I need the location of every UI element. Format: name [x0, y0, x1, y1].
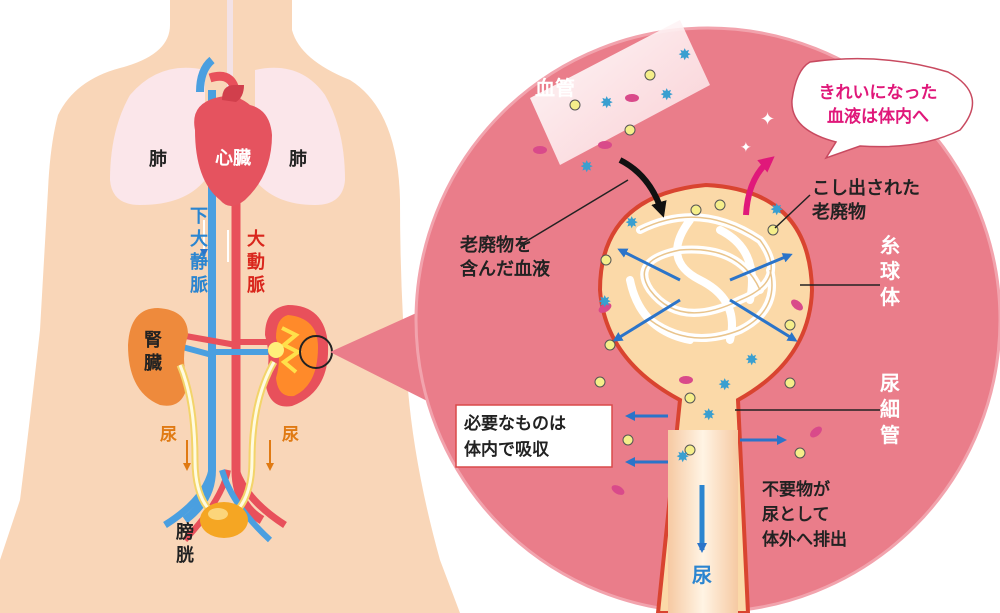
- heart-organ: [194, 96, 272, 206]
- svg-text:球: 球: [880, 259, 901, 283]
- svg-text:体: 体: [880, 285, 901, 309]
- svg-text:不要物が: 不要物が: [762, 479, 830, 500]
- svg-text:体外へ排出: 体外へ排出: [762, 529, 847, 550]
- reabsorb-box: [455, 404, 613, 468]
- svg-text:✸: ✸: [678, 45, 691, 64]
- vena-cava-label: 下 大 静 脈: [190, 206, 208, 296]
- svg-text:臓: 臓: [144, 353, 162, 374]
- svg-text:✸: ✸: [660, 85, 673, 104]
- svg-text:動: 動: [247, 251, 265, 273]
- svg-text:こし出された: こし出された: [812, 177, 920, 199]
- svg-text:含んだ血液: 含んだ血液: [460, 258, 551, 280]
- heart-label: 心臓: [215, 148, 251, 169]
- svg-text:大: 大: [247, 228, 265, 250]
- lung-right: [255, 67, 345, 206]
- svg-text:✸: ✸: [745, 350, 758, 369]
- svg-text:きれいになった: きれいになった: [819, 83, 938, 103]
- blood-vessel-band: [530, 20, 710, 165]
- filtered-waste-label: こし出された 老廃物: [812, 177, 920, 223]
- svg-text:✸: ✸: [625, 213, 638, 232]
- svg-text:脈: 脈: [247, 274, 265, 296]
- svg-text:✸: ✸: [598, 292, 611, 311]
- svg-text:必要なものは: 必要なものは: [463, 413, 566, 434]
- outflow-arrow: [743, 156, 775, 216]
- filtration-arrows: [612, 248, 798, 342]
- urine-label-right: 尿: [282, 425, 299, 445]
- svg-text:✸: ✸: [718, 375, 731, 394]
- svg-text:血液は体内へ: 血液は体内へ: [827, 106, 929, 127]
- reabsorb-label: 必要なものは 体内で吸収: [463, 413, 566, 460]
- svg-text:脈: 脈: [190, 274, 208, 296]
- tubule-label: 尿 細 管: [880, 371, 900, 447]
- svg-text:✸: ✸: [676, 447, 689, 466]
- svg-text:老廃物を: 老廃物を: [460, 234, 532, 256]
- svg-text:✦: ✦: [760, 109, 775, 130]
- clean-blood-label: きれいになった 血液は体内へ: [819, 83, 938, 127]
- svg-text:細: 細: [880, 397, 900, 421]
- lung-left: [110, 67, 205, 206]
- svg-text:✸: ✸: [770, 200, 783, 219]
- svg-text:膀: 膀: [175, 521, 194, 543]
- particles: ✸ ✸ ✸ ✸ ✸ ✸ ✸ ✸ ✸ ✸ ✸: [533, 45, 822, 495]
- glomerulus-label: 糸 球 体: [880, 233, 901, 309]
- urine-bottom-label: 尿: [692, 563, 712, 587]
- svg-text:腎: 腎: [144, 330, 162, 351]
- lung-left-label: 肺: [149, 149, 167, 170]
- kidney-label: 腎 臓: [144, 330, 162, 374]
- clean-blood-bubble: [791, 57, 974, 160]
- svg-text:尿として: 尿として: [762, 505, 830, 525]
- svg-text:静: 静: [190, 251, 208, 273]
- svg-text:✸: ✸: [600, 93, 613, 112]
- svg-text:下: 下: [190, 206, 208, 227]
- bladder-organ: [200, 502, 248, 538]
- svg-text:老廃物: 老廃物: [812, 201, 866, 223]
- kidney-left: [128, 308, 188, 406]
- lung-right-label: 肺: [289, 149, 307, 170]
- excrete-label: 不要物が 尿として 体外へ排出: [762, 479, 847, 550]
- aorta-label: 大 動 脈: [247, 228, 265, 296]
- inflow-arrow: [618, 157, 667, 218]
- urine-label-left: 尿: [160, 425, 177, 445]
- svg-text:胱: 胱: [176, 545, 194, 566]
- svg-text:大: 大: [190, 228, 208, 250]
- svg-text:✸: ✸: [702, 405, 715, 424]
- blood-vessel-label: 血管: [535, 76, 575, 100]
- svg-text:体内で吸収: 体内で吸収: [464, 439, 550, 460]
- svg-text:尿: 尿: [880, 371, 900, 395]
- svg-text:✸: ✸: [580, 157, 593, 176]
- bladder-label: 膀 胱: [175, 521, 194, 566]
- svg-text:管: 管: [880, 423, 900, 447]
- waste-blood-label: 老廃物を 含んだ血液: [460, 234, 551, 280]
- kidney-right: [265, 305, 329, 407]
- torso-illustration: [0, 0, 460, 613]
- svg-text:糸: 糸: [880, 233, 900, 257]
- svg-text:✦: ✦: [740, 140, 752, 156]
